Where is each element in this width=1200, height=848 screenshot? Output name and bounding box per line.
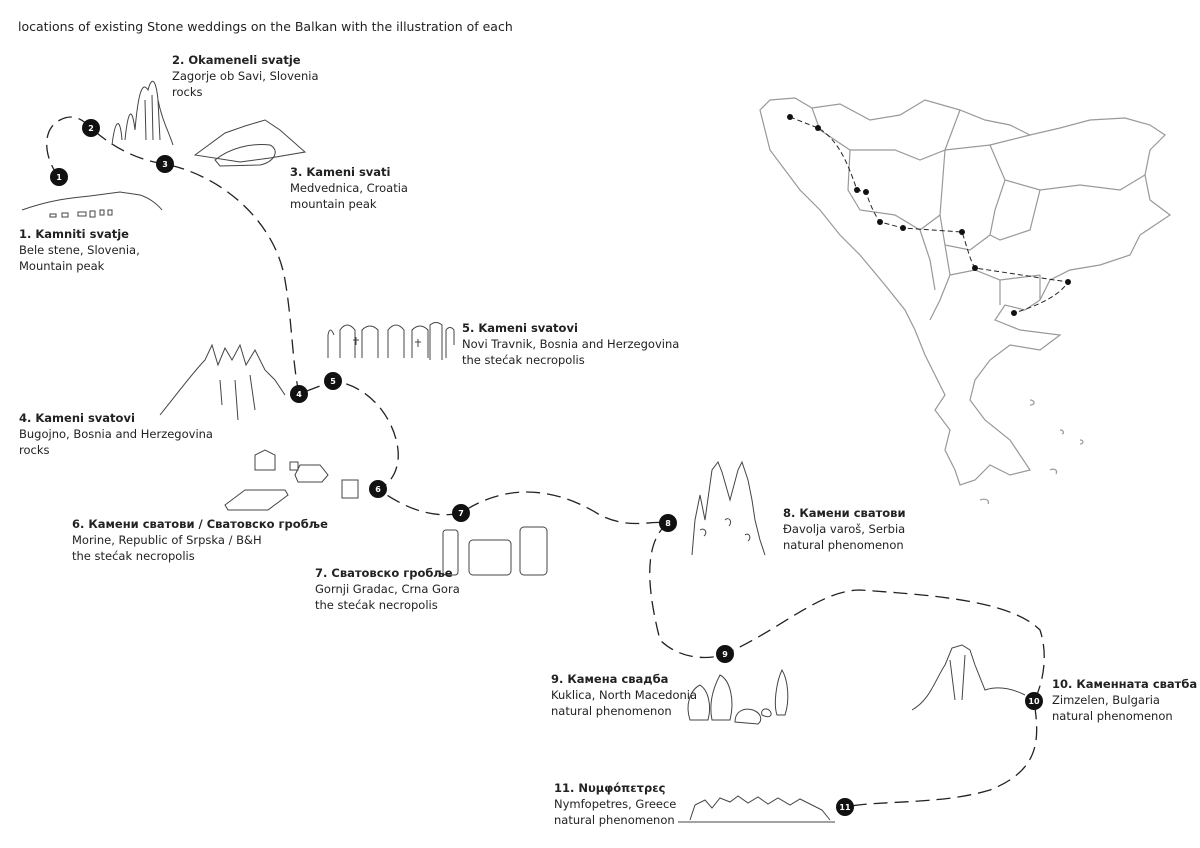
site-type: natural phenomenon — [783, 538, 904, 552]
balkan-map — [759, 97, 1172, 505]
illustration-kuklica — [687, 668, 789, 725]
site-type: natural phenomenon — [1052, 709, 1173, 723]
marker-8[interactable]: 8 — [659, 514, 677, 532]
site-name: 1. Kamniti svatje — [19, 227, 129, 241]
marker-2[interactable]: 2 — [82, 119, 100, 137]
marker-1[interactable]: 1 — [50, 168, 68, 186]
site-name: 8. Камени сватови — [783, 506, 906, 520]
site-type: rocks — [19, 443, 50, 457]
site-place: Nymfopetres, Greece — [554, 797, 677, 811]
illustration-gornji-gradac — [442, 526, 548, 576]
site-type: natural phenomenon — [554, 813, 675, 827]
site-label-2: 2. Okameneli svatje Zagorje ob Savi, Slo… — [172, 52, 319, 100]
illustration-bugojno-rocks — [159, 343, 286, 421]
site-type: rocks — [172, 85, 203, 99]
page-title: locations of existing Stone weddings on … — [18, 19, 513, 34]
site-name: 4. Kameni svatovi — [19, 411, 135, 425]
illustration-bele-stene — [21, 191, 163, 218]
site-label-4: 4. Kameni svatovi Bugojno, Bosnia and He… — [19, 410, 213, 458]
marker-7[interactable]: 7 — [452, 504, 470, 522]
site-label-1: 1. Kamniti svatje Bele stene, Slovenia, … — [19, 226, 140, 274]
site-type: the stećak necropolis — [72, 549, 195, 563]
svg-text:5: 5 — [330, 377, 336, 386]
marker-6[interactable]: 6 — [369, 480, 387, 498]
illustration-zimzelen — [911, 644, 1026, 711]
svg-text:3: 3 — [162, 160, 168, 169]
site-name: 7. Сватовско гробље — [315, 566, 453, 580]
site-name: 5. Kameni svatovi — [462, 321, 578, 335]
illustration-novi-travnik — [327, 322, 455, 360]
svg-text:6: 6 — [375, 485, 381, 494]
site-label-3: 3. Kameni svati Medvednica, Croatia moun… — [290, 164, 408, 212]
site-place: Zagorje ob Savi, Slovenia — [172, 69, 319, 83]
site-name: 10. Каменната сватба — [1052, 677, 1198, 691]
marker-5[interactable]: 5 — [324, 372, 342, 390]
illustration-nymfopetres — [678, 795, 835, 823]
marker-3[interactable]: 3 — [156, 155, 174, 173]
site-type: natural phenomenon — [551, 704, 672, 718]
site-name: 2. Okameneli svatje — [172, 53, 301, 67]
site-place: Bugojno, Bosnia and Herzegovina — [19, 427, 213, 441]
svg-text:2: 2 — [88, 124, 94, 133]
illustration-djavolja-varos — [691, 460, 766, 556]
site-label-11: 11. Νυμφόπετρες Nymfopetres, Greece natu… — [554, 780, 676, 828]
site-name: 11. Νυμφόπετρες — [554, 781, 666, 795]
site-label-6: 6. Камени сватови / Сватовско гробље Mor… — [72, 516, 328, 564]
site-place: Đavolja varoš, Serbia — [783, 522, 906, 536]
site-type: mountain peak — [290, 197, 377, 211]
marker-10[interactable]: 10 — [1025, 692, 1043, 710]
svg-text:1: 1 — [56, 173, 62, 182]
site-name: 3. Kameni svati — [290, 165, 391, 179]
site-label-10: 10. Каменната сватба Zimzelen, Bulgaria … — [1052, 676, 1197, 724]
illustration-okameneli-svatje — [111, 80, 174, 146]
site-type: Mountain peak — [19, 259, 105, 273]
site-place: Kuklica, North Macedonia — [551, 688, 698, 702]
site-place: Medvednica, Croatia — [290, 181, 408, 195]
site-label-7: 7. Сватовско гробље Gornji Gradac, Crna … — [315, 565, 460, 613]
site-place: Gornji Gradac, Crna Gora — [315, 582, 460, 596]
site-type: the stećak necropolis — [462, 353, 585, 367]
marker-11[interactable]: 11 — [836, 798, 854, 816]
site-place: Novi Travnik, Bosnia and Herzegovina — [462, 337, 680, 351]
site-label-9: 9. Камена свадба Kuklica, North Macedoni… — [551, 671, 697, 719]
site-name: 9. Камена свадба — [551, 672, 669, 686]
svg-text:9: 9 — [722, 650, 728, 659]
route-path — [46, 116, 1045, 808]
map-route — [787, 114, 1071, 316]
marker-4[interactable]: 4 — [290, 385, 308, 403]
svg-text:8: 8 — [665, 519, 671, 528]
site-name: 6. Камени сватови / Сватовско гробље — [72, 517, 328, 531]
site-type: the stećak necropolis — [315, 598, 438, 612]
site-place: Zimzelen, Bulgaria — [1052, 693, 1160, 707]
site-label-5: 5. Kameni svatovi Novi Travnik, Bosnia a… — [462, 320, 679, 368]
illustration-morine — [224, 449, 359, 511]
illustration-medvednica — [193, 119, 307, 167]
site-label-8: 8. Камени сватови Đavolja varoš, Serbia … — [783, 505, 906, 553]
svg-text:10: 10 — [1028, 697, 1040, 706]
site-place: Bele stene, Slovenia, — [19, 243, 140, 257]
site-place: Morine, Republic of Srpska / B&H — [72, 533, 262, 547]
svg-text:4: 4 — [296, 390, 302, 399]
svg-text:7: 7 — [458, 509, 464, 518]
svg-text:11: 11 — [839, 803, 851, 812]
marker-9[interactable]: 9 — [716, 645, 734, 663]
